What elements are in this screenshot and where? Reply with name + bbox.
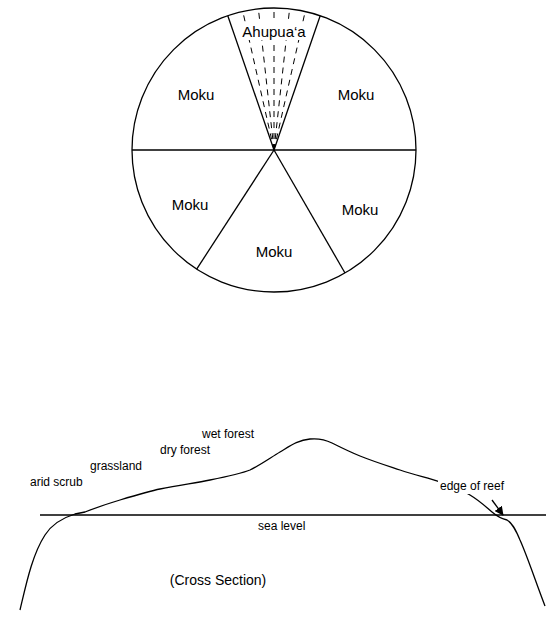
moku-sector: Moku <box>176 86 217 104</box>
sector-label: Moku <box>254 243 295 260</box>
moku-sector: Moku <box>336 86 377 104</box>
reef-label: edge of reef <box>438 480 506 494</box>
zone-label: dry forest <box>158 444 212 458</box>
sector-label: Moku <box>176 86 217 103</box>
sea-level-label: sea level <box>256 520 307 534</box>
moku-sector: Moku <box>340 201 381 219</box>
figure-caption: (Cross Section) <box>168 572 268 588</box>
zone-label: wet forest <box>200 428 256 442</box>
moku-sector: Moku <box>254 243 295 261</box>
land-division-wheel <box>132 8 416 292</box>
cross-section <box>20 439 546 610</box>
sector-label: Moku <box>336 86 377 103</box>
island-circle <box>132 8 416 292</box>
island-profile <box>20 439 545 610</box>
reef-pointer <box>492 500 503 515</box>
sector-label: Ahupua‘a <box>240 23 307 40</box>
ahupuaa-sector: Ahupua‘a <box>240 23 307 41</box>
moku-sector: Moku <box>170 196 211 214</box>
zone-label: arid scrub <box>28 476 85 490</box>
zone-label: grassland <box>88 460 144 474</box>
sea-level-line <box>40 514 546 515</box>
sector-label: Moku <box>340 201 381 218</box>
sector-label: Moku <box>170 196 211 213</box>
